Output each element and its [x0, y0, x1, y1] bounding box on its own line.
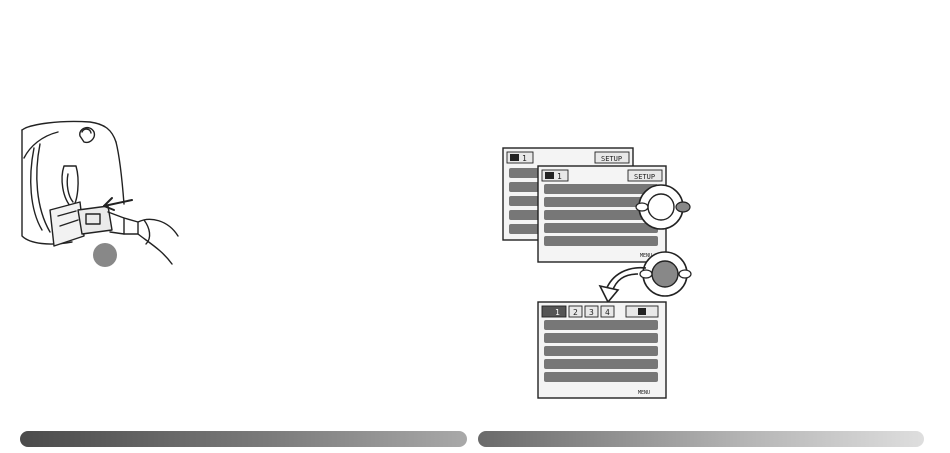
- menu-navigation-illustration: 1 SETUP 1 SETUP MENU: [500, 140, 700, 402]
- camera-tab-icon: [638, 308, 646, 315]
- front-setup-label: SETUP: [634, 173, 655, 181]
- curved-arrow-icon: [600, 268, 646, 302]
- camera-cable-illustration: [20, 118, 180, 268]
- front-tab-number: 1: [557, 172, 562, 181]
- back-tab-number: 1: [522, 154, 527, 163]
- setup-tab-3: 3: [589, 308, 594, 317]
- step-marker: [93, 243, 117, 267]
- footer-bar-right: [478, 431, 924, 447]
- setup-menu-screen: 1 2 3 4 MENU: [538, 302, 666, 398]
- setup-tab-2: 2: [573, 308, 578, 317]
- back-setup-label: SETUP: [601, 155, 622, 163]
- setup-tab-4: 4: [605, 308, 610, 317]
- footer-bar-left: [20, 431, 467, 447]
- setup-menu-button: MENU: [638, 390, 650, 396]
- setup-tab-1: 1: [555, 308, 560, 317]
